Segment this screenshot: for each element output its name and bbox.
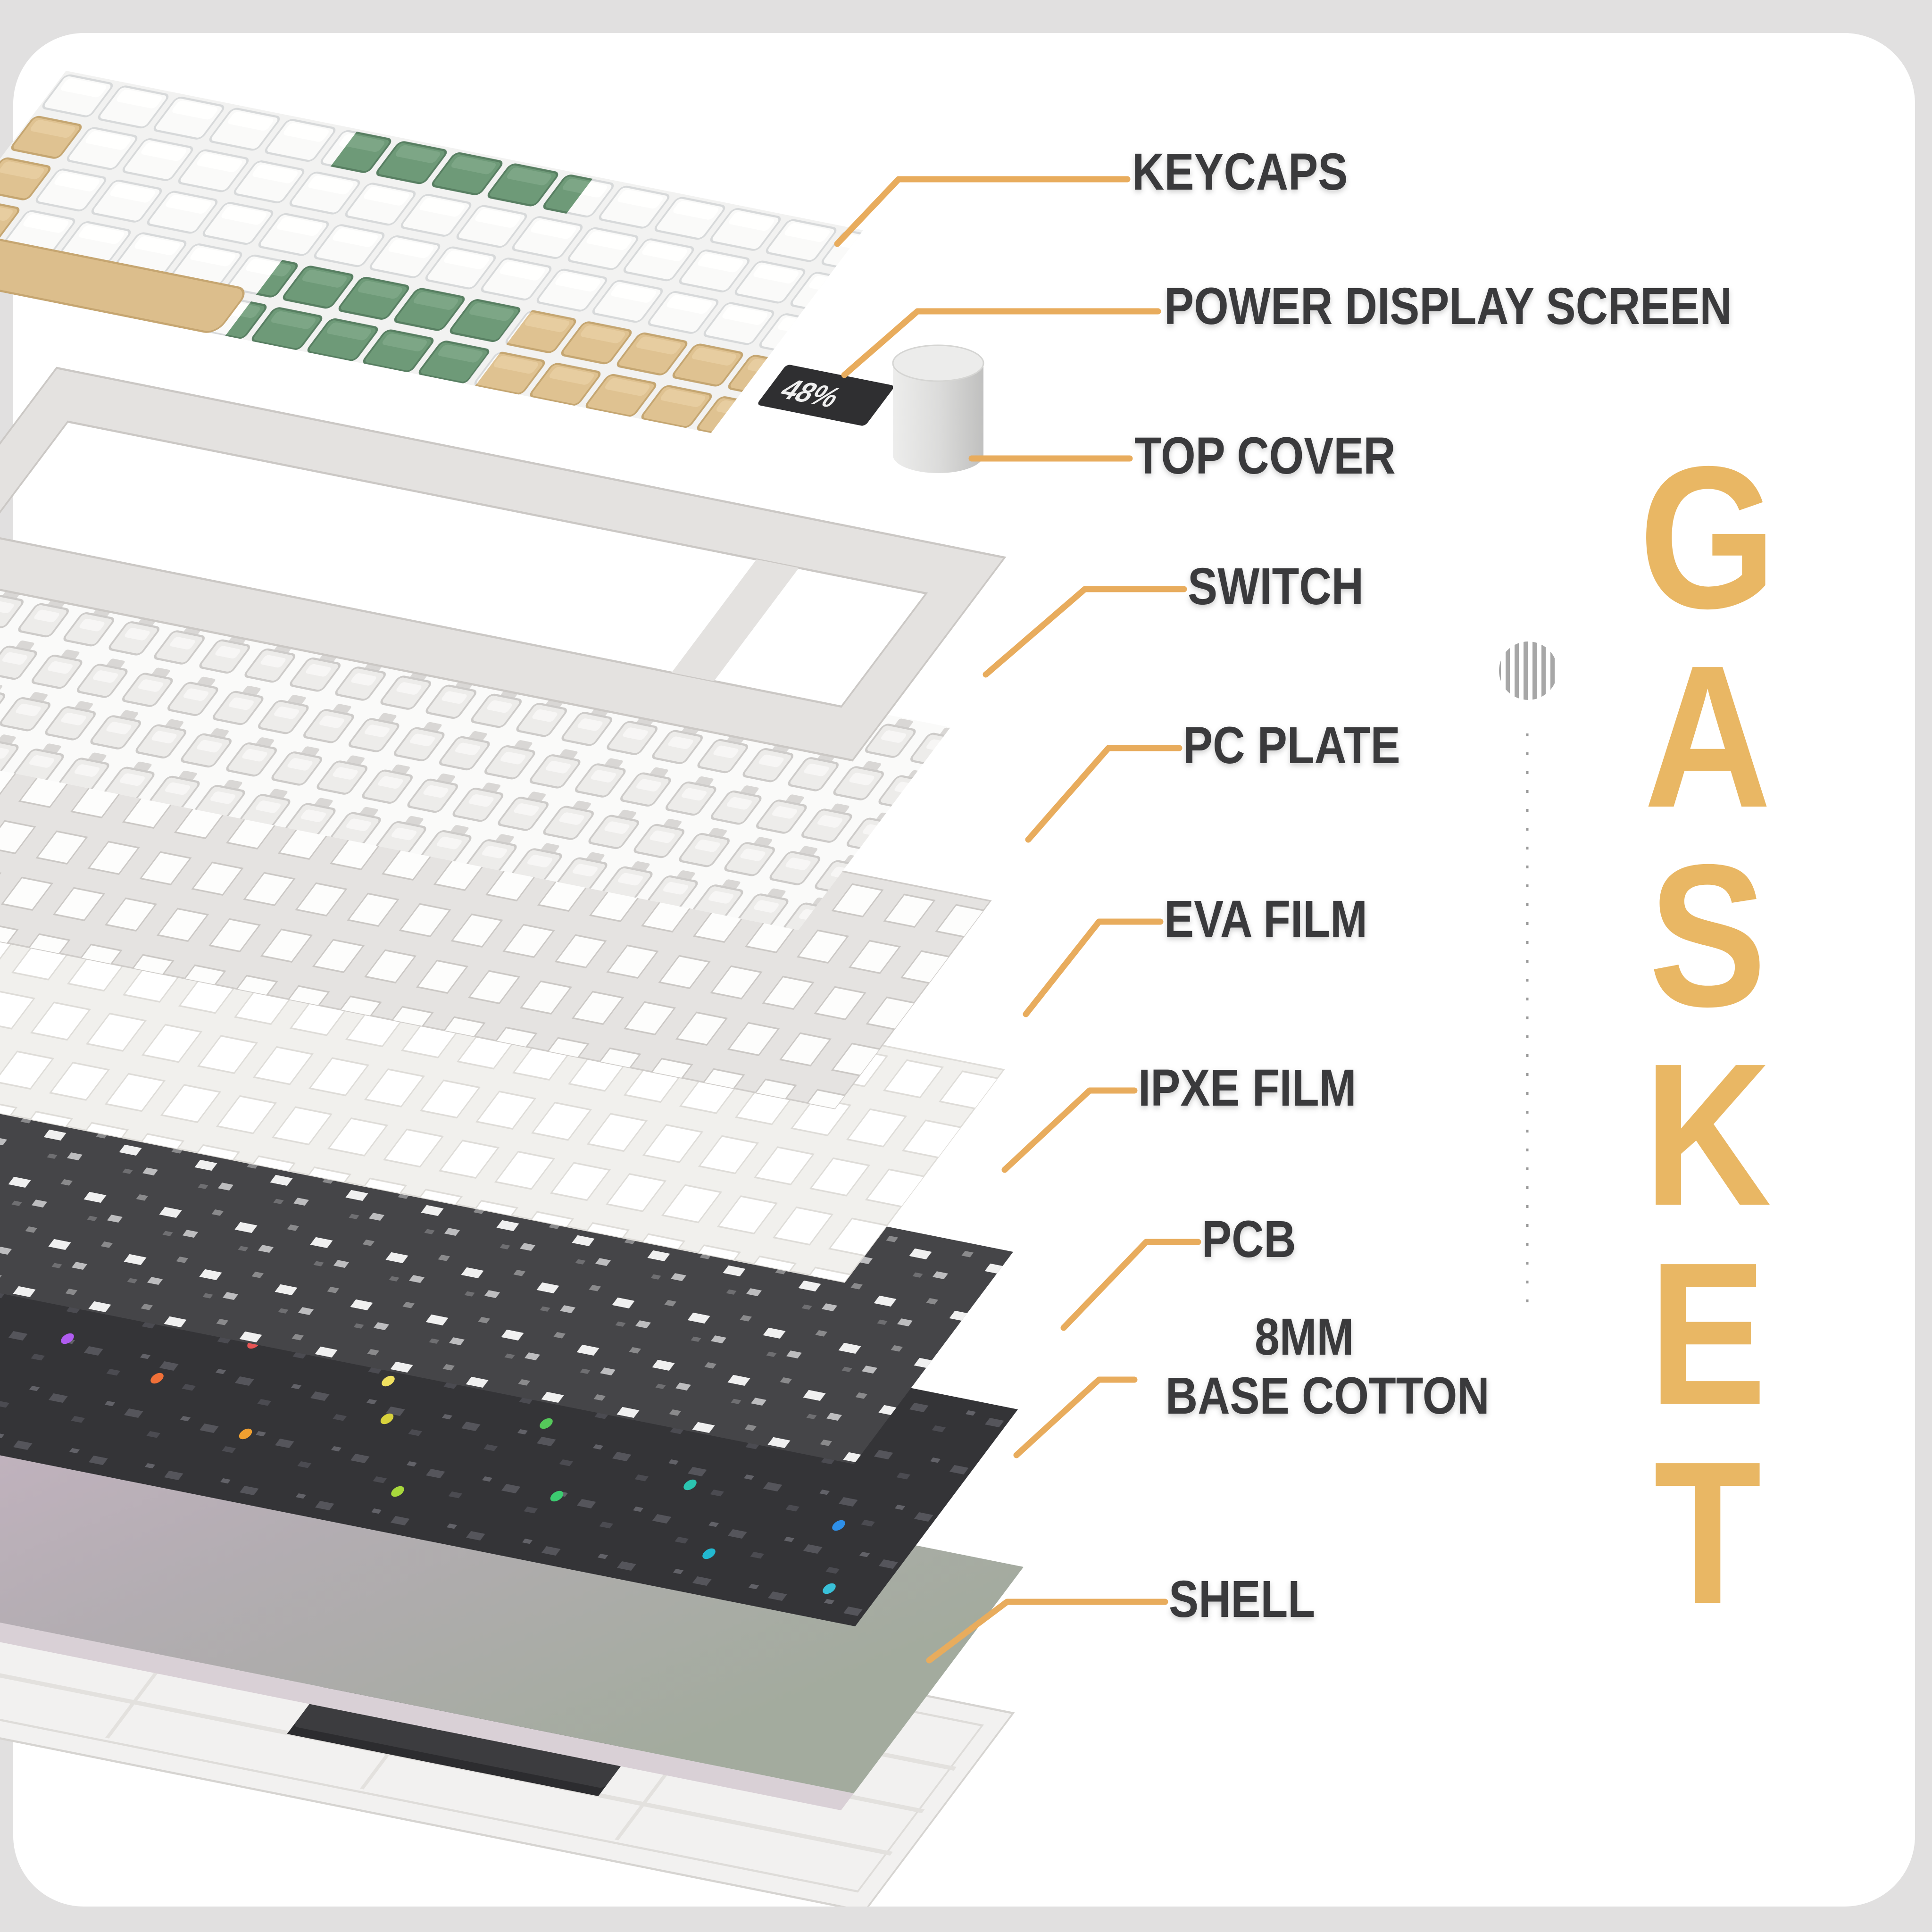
label-switch: SWITCH xyxy=(1188,558,1364,616)
gasket-letter: S xyxy=(1649,823,1766,1049)
layer-keycaps xyxy=(0,64,863,433)
keycap-green-cluster-top xyxy=(327,129,594,218)
leader-pcb xyxy=(1064,1242,1198,1328)
leader-lines xyxy=(837,179,1198,1660)
gasket-letter: T xyxy=(1653,1420,1762,1646)
label-shell: SHELL xyxy=(1169,1570,1316,1628)
label-ipxe-film: IPXE FILM xyxy=(1138,1059,1357,1117)
label-eva-film: EVA FILM xyxy=(1164,890,1367,948)
layer-ipxe-film xyxy=(0,1051,1013,1464)
keycap-tan-left-column xyxy=(0,112,92,285)
layer-switches xyxy=(0,542,950,930)
volume-knob xyxy=(893,345,983,473)
leader-switch xyxy=(986,589,1184,675)
leader-keycaps xyxy=(837,179,1127,244)
gasket-letter: K xyxy=(1643,1022,1772,1248)
leader-cotton xyxy=(1016,1380,1134,1455)
keycap-tan-cluster xyxy=(475,308,770,433)
leader-power xyxy=(844,311,1158,375)
gasket-letter: E xyxy=(1649,1221,1766,1447)
leader-pcplate xyxy=(1028,748,1179,840)
label-base-cotton: 8MM BASE COTTON xyxy=(1165,1308,1490,1425)
gasket-letter: A xyxy=(1643,624,1772,850)
label-pcb: PCB xyxy=(1202,1210,1296,1268)
label-pc-plate: PC PLATE xyxy=(1183,716,1400,774)
keycap-green-cluster-bottom xyxy=(225,258,525,384)
leader-eva xyxy=(1026,922,1160,1014)
leader-shell xyxy=(929,1602,1165,1660)
label-keycaps: KEYCAPS xyxy=(1132,143,1348,201)
label-power-display-screen: POWER DISPLAY SCREEN xyxy=(1164,277,1732,335)
power-screen: 48% xyxy=(757,364,896,426)
layer-top-cover xyxy=(0,368,1005,760)
striped-circle-ornament xyxy=(1499,641,1557,700)
keycap-gold-bar xyxy=(0,223,249,334)
label-top-cover: TOP COVER xyxy=(1134,427,1396,485)
leader-ipxe xyxy=(1005,1091,1134,1170)
gasket-letter: G xyxy=(1639,425,1776,651)
side-text-gasket: G A S K E T xyxy=(1613,425,1802,1646)
